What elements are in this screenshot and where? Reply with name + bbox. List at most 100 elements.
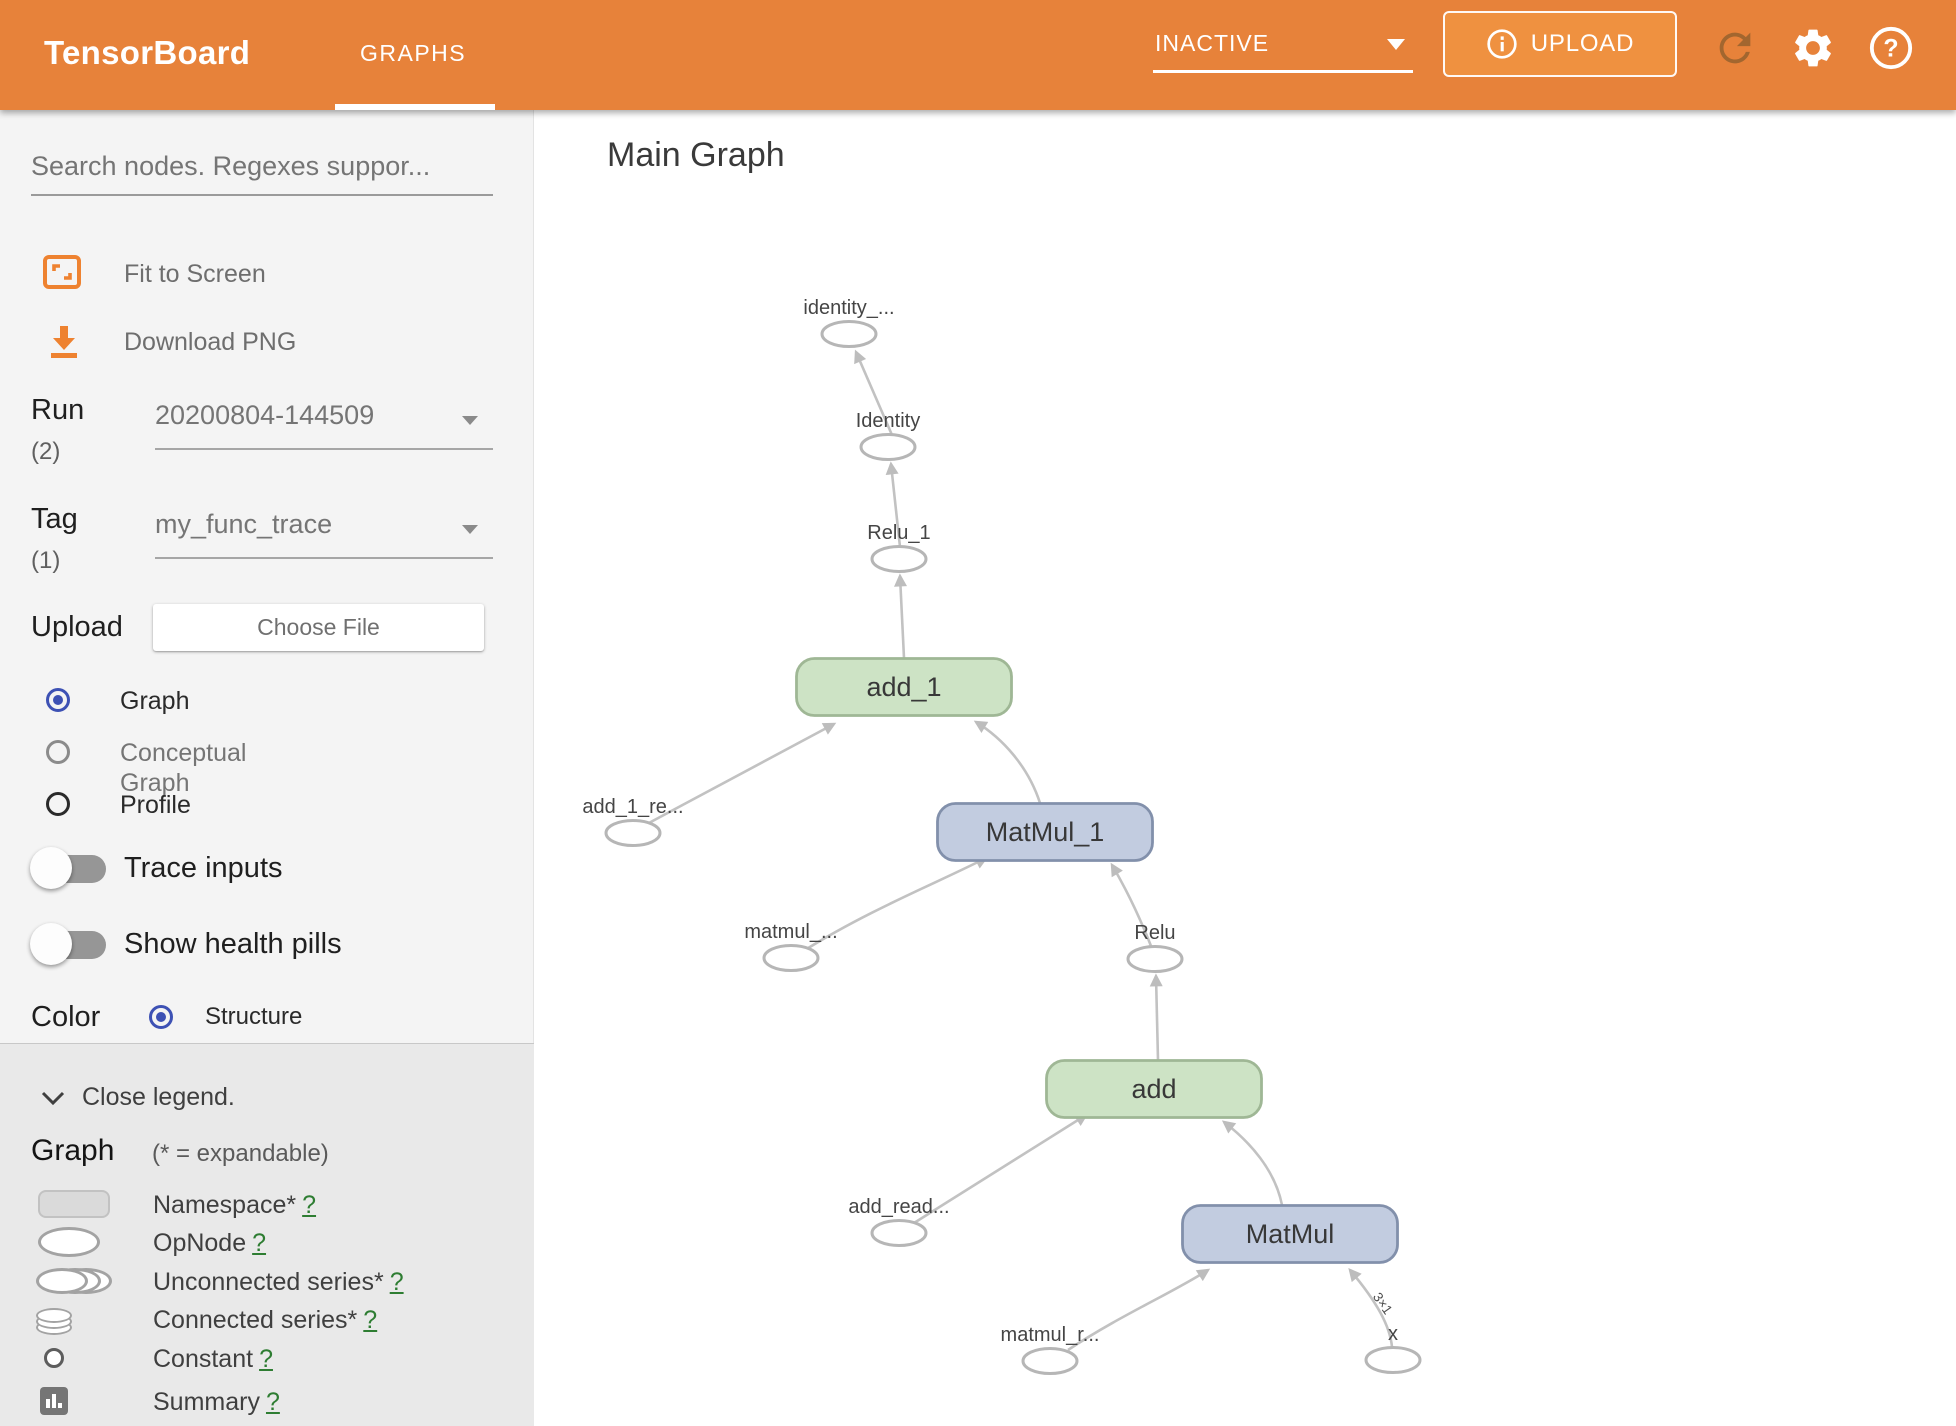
help-link[interactable]: ? — [265, 1388, 280, 1416]
graph-edge-matmul_-to-MatMul_1 — [804, 856, 989, 952]
status-dropdown[interactable]: INACTIVE — [1153, 30, 1413, 73]
search-input[interactable] — [31, 138, 493, 196]
graph-node-x[interactable] — [1364, 1346, 1422, 1374]
graph-node-MatMul_1[interactable] — [936, 802, 1154, 862]
radio-unselected-icon — [46, 740, 70, 764]
legend-item-unconnected-series: Unconnected series*? — [153, 1268, 404, 1296]
graph-node-Identity[interactable] — [859, 433, 917, 461]
upload-button-label: UPLOAD — [1530, 30, 1635, 57]
app-logo: TensorBoard — [44, 34, 251, 71]
constant-swatch — [44, 1348, 64, 1368]
reload-icon[interactable] — [1712, 25, 1758, 71]
download-icon — [51, 326, 77, 358]
help-link[interactable]: ? — [363, 1306, 378, 1334]
graph-node-label: add_1_re... — [582, 796, 683, 818]
legend-item-constant: Constant? — [153, 1345, 273, 1373]
tab-graphs[interactable]: GRAPHS — [360, 40, 467, 66]
graph-node-add[interactable] — [1045, 1059, 1263, 1119]
color-by-row: Color Structure — [0, 999, 533, 1035]
legend-heading-note: (* = expandable) — [152, 1140, 329, 1167]
graph-node-label: Relu — [1134, 922, 1175, 944]
summary-swatch — [40, 1387, 68, 1415]
radio-conceptual-graph-label: Conceptual Graph — [120, 739, 247, 797]
graph-edge-matmul_r-to-MatMul — [1067, 1268, 1211, 1352]
legend-item-connected-series: Connected series*? — [153, 1306, 378, 1334]
tab-active-underline — [335, 104, 495, 110]
color-structure-label: Structure — [205, 1003, 303, 1030]
graph-node-label: MatMul — [1246, 1219, 1335, 1249]
graph-edge-x-to-MatMul — [1348, 1268, 1394, 1348]
radio-structure[interactable] — [149, 1005, 173, 1029]
run-label: Run — [31, 394, 85, 426]
graph-node-label: Identity — [856, 410, 920, 432]
graph-edge-add_read-to-add — [913, 1113, 1089, 1225]
help-icon[interactable]: ? — [1868, 25, 1914, 71]
legend-panel: Close legend. Graph (* = expandable) Na — [0, 1043, 534, 1426]
graph-edge-MatMul-to-add — [1221, 1120, 1284, 1206]
download-png-button[interactable]: Download PNG — [0, 320, 533, 364]
graph-edge-add_1_re-to-add_1 — [646, 722, 837, 826]
help-link[interactable]: ? — [389, 1268, 404, 1296]
run-select-underline — [155, 448, 493, 450]
tag-select[interactable]: my_func_trace — [155, 509, 333, 539]
graph-node-label: matmul_r... — [1001, 1324, 1100, 1346]
help-link[interactable]: ? — [302, 1191, 317, 1219]
page-title: Main Graph — [607, 136, 785, 174]
show-health-pills-toggle-knob[interactable] — [30, 923, 72, 965]
main-graph-svg[interactable]: 3×1identity_...IdentityRelu_1add_1add_1_… — [534, 110, 1956, 1426]
info-icon — [1487, 29, 1517, 59]
graph-edge-Identity-to-identity_out — [854, 349, 894, 436]
trace-inputs-label: Trace inputs — [124, 852, 283, 884]
graph-node-identity_out[interactable] — [820, 320, 878, 348]
graph-node-MatMul[interactable] — [1181, 1204, 1399, 1264]
trace-inputs-toggle-knob[interactable] — [30, 847, 72, 889]
graph-edge-Relu-to-MatMul_1 — [1110, 862, 1153, 947]
close-legend-label: Close legend. — [82, 1083, 235, 1111]
chevron-down-icon — [1387, 39, 1405, 50]
app-header: TensorBoard GRAPHS INACTIVE UPLOAD ? — [0, 0, 1956, 110]
graph-node-Relu_1[interactable] — [870, 545, 928, 573]
color-label: Color — [31, 1001, 101, 1033]
help-link[interactable]: ? — [259, 1345, 273, 1373]
upload-button[interactable]: UPLOAD — [1443, 11, 1677, 77]
chevron-down-icon — [41, 1091, 65, 1106]
fit-to-screen-button[interactable]: Fit to Screen — [0, 252, 533, 296]
graph-node-add_read[interactable] — [870, 1219, 928, 1247]
graph-node-label: matmul_... — [744, 921, 837, 943]
graph-edge-add-to-Relu — [1149, 973, 1163, 1061]
show-health-pills-label: Show health pills — [124, 928, 342, 960]
chevron-down-icon — [462, 416, 478, 425]
download-png-label: Download PNG — [124, 328, 297, 356]
chevron-down-icon — [462, 525, 478, 534]
legend-item-opnode: OpNode? — [153, 1229, 267, 1257]
radio-profile-label: Profile — [120, 791, 191, 819]
upload-label: Upload — [31, 611, 123, 643]
legend-item-summary: Summary? — [153, 1388, 280, 1416]
graph-node-Relu[interactable] — [1126, 945, 1184, 973]
graph-node-label: MatMul_1 — [986, 817, 1105, 847]
gear-icon[interactable] — [1790, 25, 1836, 71]
run-count: (2) — [31, 438, 61, 465]
trace-inputs-row: Trace inputs — [0, 845, 533, 891]
radio-selected-icon — [46, 688, 70, 712]
graph-edge-add_1-to-Relu_1 — [894, 573, 907, 659]
graph-node-add_1_re[interactable] — [604, 819, 662, 847]
legend-item-namespace: Namespace*? — [153, 1191, 317, 1219]
opnode-swatch — [38, 1227, 100, 1257]
graph-node-add_1[interactable] — [795, 657, 1013, 717]
tag-count: (1) — [31, 547, 61, 574]
run-select[interactable]: 20200804-144509 — [155, 400, 375, 430]
help-link[interactable]: ? — [252, 1229, 267, 1257]
tag-label: Tag — [31, 503, 78, 535]
legend-heading: Graph — [31, 1134, 115, 1167]
fit-to-screen-label: Fit to Screen — [124, 260, 266, 288]
graph-node-matmul_[interactable] — [762, 944, 820, 972]
graph-node-label: add_read... — [848, 1196, 949, 1218]
status-dropdown-value: INACTIVE — [1155, 30, 1270, 56]
namespace-swatch — [38, 1190, 110, 1218]
graph-node-label: Relu_1 — [867, 522, 930, 544]
graph-node-label: x — [1388, 1323, 1398, 1345]
choose-file-button[interactable]: Choose File — [153, 604, 484, 651]
graph-node-matmul_r[interactable] — [1021, 1347, 1079, 1375]
